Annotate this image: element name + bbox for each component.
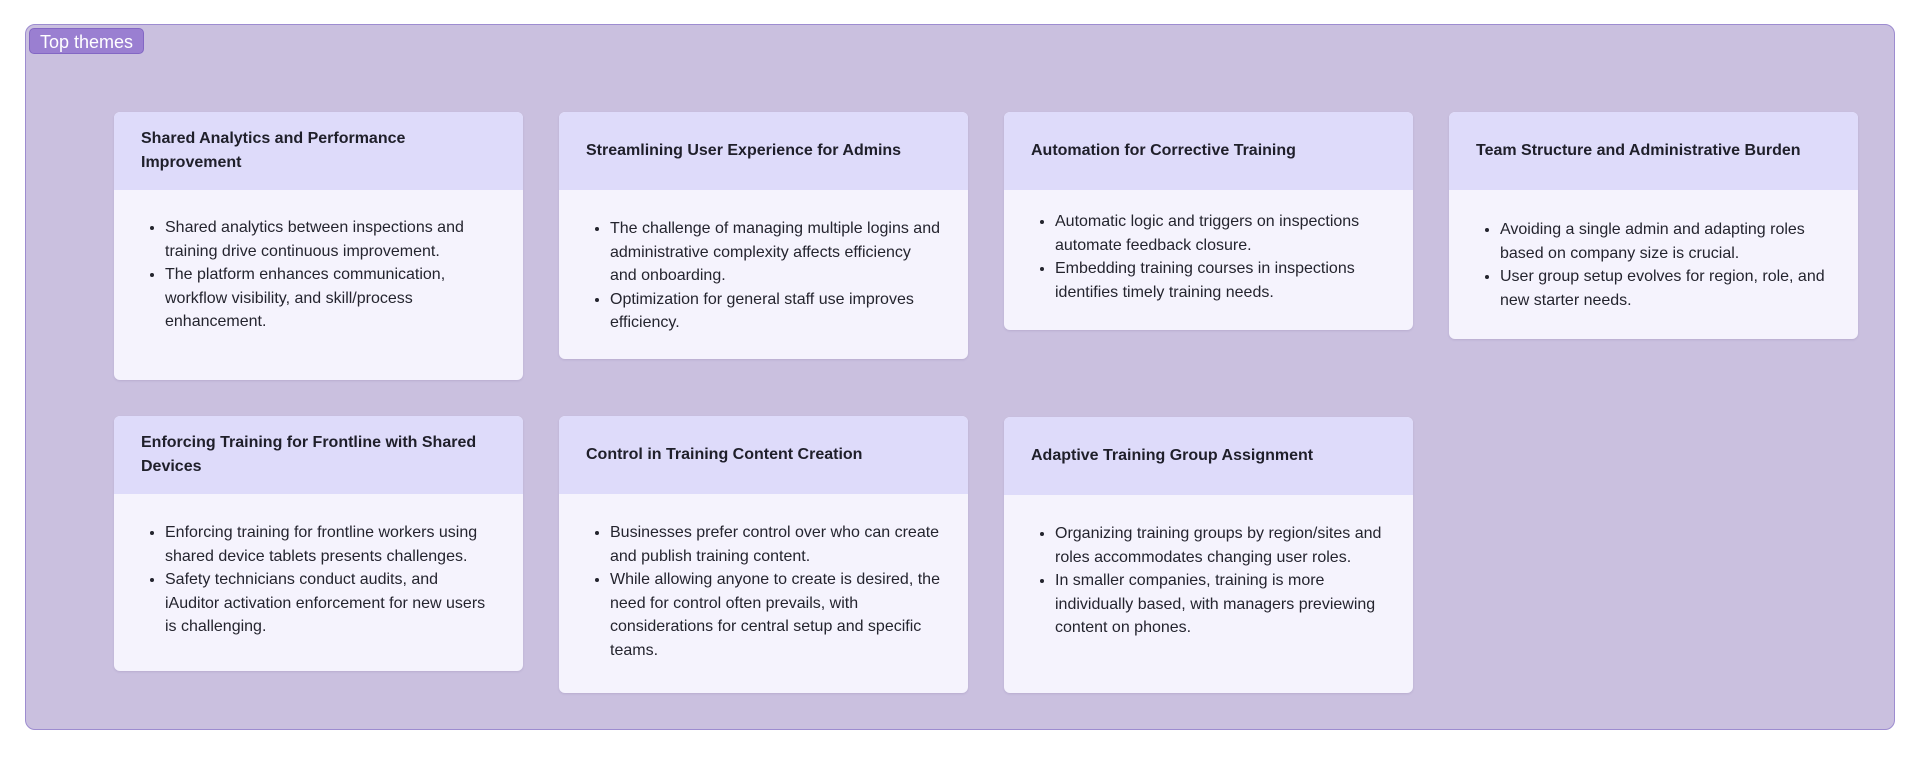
bullet-item: The challenge of managing multiple login… — [610, 217, 941, 288]
card-title: Adaptive Training Group Assignment — [1004, 417, 1413, 495]
bullet-item: In smaller companies, training is more i… — [1055, 569, 1386, 640]
bullet-item: Automatic logic and triggers on inspecti… — [1055, 210, 1386, 257]
theme-card-adaptive-groups[interactable]: Adaptive Training Group Assignment Organ… — [1004, 417, 1413, 693]
theme-card-team-structure[interactable]: Team Structure and Administrative Burden… — [1449, 112, 1858, 339]
top-themes-frame[interactable]: Top themes Shared Analytics and Performa… — [25, 24, 1895, 730]
bullet-item: Safety technicians conduct audits, and i… — [165, 568, 496, 639]
bullet-item: User group setup evolves for region, rol… — [1500, 265, 1831, 312]
bullet-item: The platform enhances communication, wor… — [165, 263, 496, 334]
bullet-list: Organizing training groups by region/sit… — [1031, 522, 1386, 640]
card-body: The challenge of managing multiple login… — [559, 190, 968, 335]
bullet-item: While allowing anyone to create is desir… — [610, 568, 941, 662]
theme-card-enforcing-training[interactable]: Enforcing Training for Frontline with Sh… — [114, 416, 523, 671]
bullet-item: Businesses prefer control over who can c… — [610, 521, 941, 568]
card-body: Shared analytics between inspections and… — [114, 190, 523, 334]
bullet-list: Businesses prefer control over who can c… — [586, 521, 941, 662]
theme-card-automation[interactable]: Automation for Corrective Training Autom… — [1004, 112, 1413, 330]
card-body: Avoiding a single admin and adapting rol… — [1449, 190, 1858, 312]
bullet-item: Organizing training groups by region/sit… — [1055, 522, 1386, 569]
card-title: Enforcing Training for Frontline with Sh… — [114, 416, 523, 494]
card-title: Shared Analytics and Performance Improve… — [114, 112, 523, 190]
card-title: Control in Training Content Creation — [559, 416, 968, 494]
bullet-list: Automatic logic and triggers on inspecti… — [1031, 210, 1386, 304]
bullet-item: Optimization for general staff use impro… — [610, 288, 941, 335]
card-title: Automation for Corrective Training — [1004, 112, 1413, 190]
theme-card-streamlining-ux[interactable]: Streamlining User Experience for Admins … — [559, 112, 968, 359]
bullet-item: Embedding training courses in inspection… — [1055, 257, 1386, 304]
theme-card-content-control[interactable]: Control in Training Content Creation Bus… — [559, 416, 968, 693]
bullet-item: Avoiding a single admin and adapting rol… — [1500, 218, 1831, 265]
bullet-list: The challenge of managing multiple login… — [586, 217, 941, 335]
bullet-item: Enforcing training for frontline workers… — [165, 521, 496, 568]
card-title: Streamlining User Experience for Admins — [559, 112, 968, 190]
bullet-list: Shared analytics between inspections and… — [141, 216, 496, 334]
frame-label[interactable]: Top themes — [29, 28, 145, 54]
bullet-item: Shared analytics between inspections and… — [165, 216, 496, 263]
bullet-list: Avoiding a single admin and adapting rol… — [1476, 218, 1831, 312]
bullet-list: Enforcing training for frontline workers… — [141, 521, 496, 639]
card-body: Enforcing training for frontline workers… — [114, 494, 523, 639]
card-body: Organizing training groups by region/sit… — [1004, 495, 1413, 640]
theme-card-shared-analytics[interactable]: Shared Analytics and Performance Improve… — [114, 112, 523, 380]
card-title: Team Structure and Administrative Burden — [1449, 112, 1858, 190]
card-body: Businesses prefer control over who can c… — [559, 494, 968, 662]
card-body: Automatic logic and triggers on inspecti… — [1004, 190, 1413, 304]
